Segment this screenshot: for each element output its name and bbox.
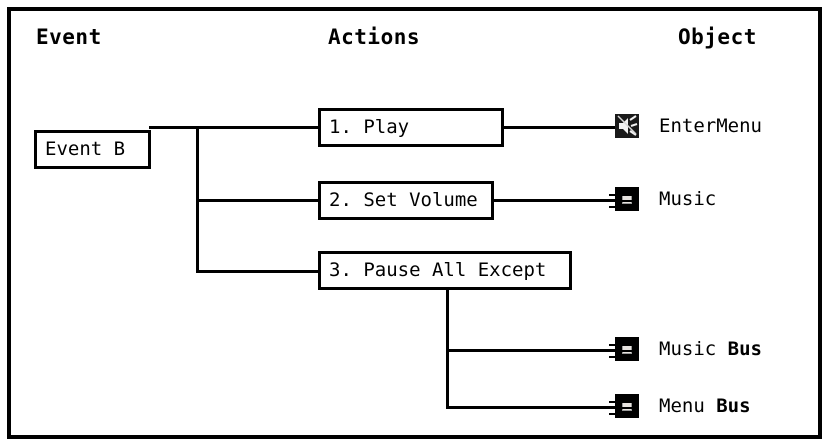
action-node-3-label: 3. Pause All Except <box>329 259 547 281</box>
connector-action-2-to-object <box>491 199 617 202</box>
audio-bus-icon <box>609 184 642 214</box>
object-label-music-bus-word: Music <box>659 337 717 360</box>
object-label-menu-bus-suffix: Bus <box>716 394 751 417</box>
speaker-event-icon <box>612 111 642 141</box>
action-node-2[interactable]: 2. Set Volume <box>318 181 494 220</box>
connector-branch-action-2 <box>196 199 321 202</box>
connector-sub-branch-2 <box>446 406 618 409</box>
audio-bus-icon <box>609 334 642 364</box>
action-node-1-label: 1. Play <box>329 116 410 138</box>
object-label-music: Music <box>659 187 717 210</box>
connector-branch-action-1 <box>196 126 321 129</box>
object-row-entermenu[interactable]: EnterMenu <box>612 111 762 141</box>
connector-event-to-trunk <box>149 126 199 129</box>
connector-action-1-to-object <box>501 126 617 129</box>
object-row-music[interactable]: Music <box>609 184 717 214</box>
object-label-entermenu: EnterMenu <box>659 114 762 137</box>
connector-sub-branch-1 <box>446 349 618 352</box>
audio-bus-icon <box>609 391 642 421</box>
object-row-menu-bus[interactable]: Menu Bus <box>609 391 751 421</box>
action-node-2-label: 2. Set Volume <box>329 189 478 211</box>
object-row-music-bus[interactable]: Music Bus <box>609 334 762 364</box>
object-label-music-bus-suffix: Bus <box>727 337 762 360</box>
diagram-frame <box>7 7 822 439</box>
column-header-object: Object <box>678 25 757 49</box>
event-node-label: Event B <box>45 138 126 160</box>
action-node-1[interactable]: 1. Play <box>318 108 504 147</box>
object-label-menu-bus: Menu Bus <box>659 394 751 417</box>
object-label-music-bus: Music Bus <box>659 337 762 360</box>
column-header-actions: Actions <box>328 25 421 49</box>
object-label-menu-bus-word: Menu <box>659 394 705 417</box>
column-header-event: Event <box>36 25 102 49</box>
connector-branch-action-3 <box>196 270 321 273</box>
event-node[interactable]: Event B <box>34 130 151 169</box>
action-node-3[interactable]: 3. Pause All Except <box>318 251 572 290</box>
